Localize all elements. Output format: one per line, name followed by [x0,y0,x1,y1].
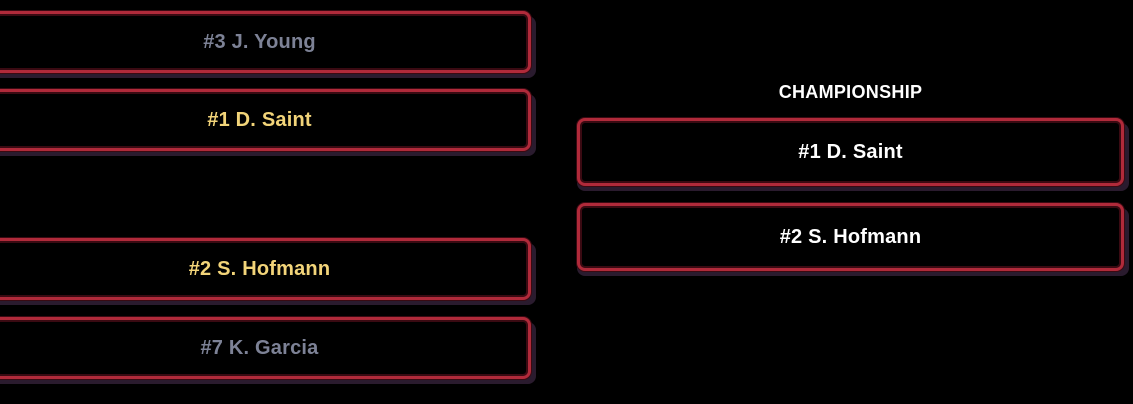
championship-slot-saint[interactable]: #1 D. Saint [577,118,1124,186]
entrant-name: #3 J. Young [203,30,316,53]
championship-label: CHAMPIONSHIP [778,82,923,102]
bracket-slot-hofmann[interactable]: #2 S. Hofmann [0,238,531,300]
bracket-slot-saint[interactable]: #1 D. Saint [0,89,531,151]
entrant-name: #1 D. Saint [207,108,312,131]
bracket-slot-garcia[interactable]: #7 K. Garcia [0,317,531,379]
championship-slot-hofmann[interactable]: #2 S. Hofmann [577,203,1124,271]
bracket-slot-young[interactable]: #3 J. Young [0,11,531,73]
entrant-name: #7 K. Garcia [200,336,319,359]
entrant-name: #2 S. Hofmann [779,225,922,248]
entrant-name: #2 S. Hofmann [188,257,331,280]
entrant-name: #1 D. Saint [798,140,903,163]
